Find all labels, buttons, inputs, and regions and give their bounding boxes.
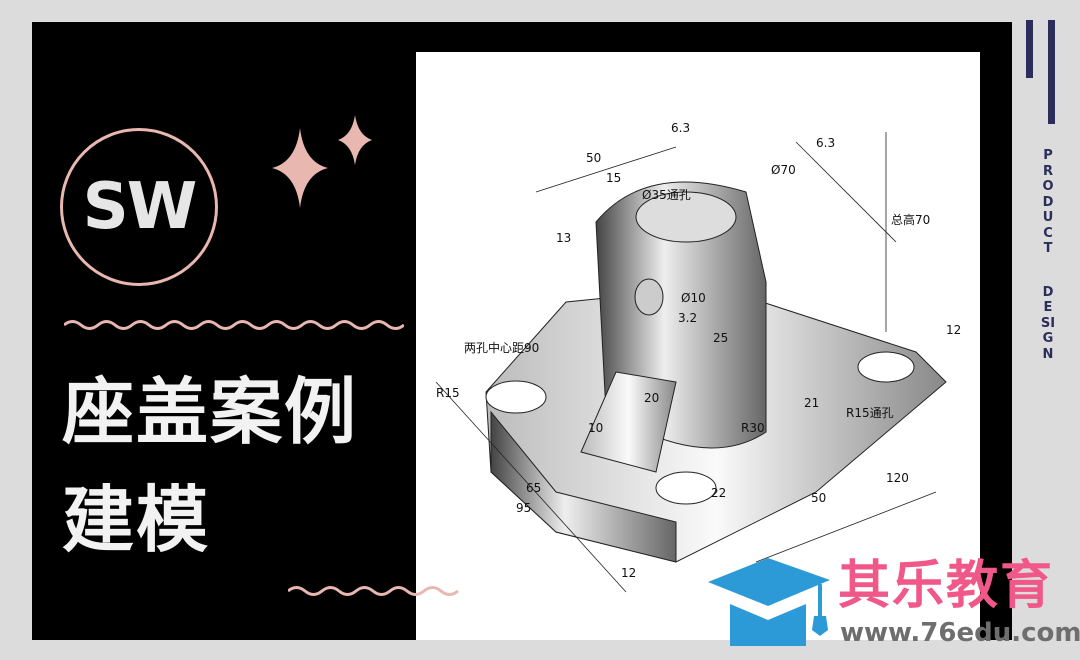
dim-label: Ø35通孔	[642, 188, 691, 202]
title-line-1: 座盖案例	[62, 370, 359, 454]
dim-label: 6.3	[671, 121, 690, 135]
decor-bar-long	[1048, 20, 1055, 124]
brand-url: www.76edu.com	[840, 618, 1080, 648]
wave-divider-bottom	[288, 586, 459, 596]
side-word-1: PRODUCT	[1042, 148, 1054, 256]
dim-label: 21	[804, 396, 819, 410]
dim-label: 10	[588, 421, 603, 435]
title-line-2: 建模	[62, 478, 211, 562]
dim-label: R15通孔	[846, 406, 894, 420]
brand-name: 其乐教育	[838, 556, 1055, 616]
dim-label: 20	[644, 391, 659, 405]
dim-label: 50	[586, 151, 601, 165]
dim-label: R30	[741, 421, 765, 435]
dim-label: R15	[436, 386, 460, 400]
decor-bar-short	[1026, 20, 1033, 78]
badge-text: SW	[82, 170, 198, 244]
dim-label: 65	[526, 481, 541, 495]
dim-label: 3.2	[678, 311, 697, 325]
dim-label: Ø10	[681, 291, 706, 305]
dim-label: 两孔中心距90	[464, 340, 539, 355]
sw-badge: SW	[60, 128, 218, 286]
graduation-cap-icon	[708, 558, 830, 646]
dim-label: 12	[621, 566, 636, 580]
side-word-2: DESIGN	[1040, 284, 1056, 362]
dim-label: 120	[886, 471, 909, 485]
wave-divider-top	[64, 320, 404, 330]
technical-drawing: 50 6.3 Ø70 6.3 Ø35通孔 15 13 总高70 Ø10 25 3…	[416, 52, 980, 640]
dim-label: Ø70	[771, 163, 796, 177]
dim-label: 25	[713, 331, 728, 345]
product-design-vertical-text: PRODUCT DESIGN	[1040, 148, 1056, 362]
dim-label: 95	[516, 501, 531, 515]
dim-label: 12	[946, 323, 961, 337]
dim-label: 15	[606, 171, 621, 185]
dim-label: 总高70	[891, 212, 930, 227]
dim-label: 22	[711, 486, 726, 500]
dim-label: 6.3	[816, 136, 835, 150]
sparkle-icon	[272, 115, 372, 208]
dim-label: 50	[811, 491, 826, 505]
dim-label: 13	[556, 231, 571, 245]
